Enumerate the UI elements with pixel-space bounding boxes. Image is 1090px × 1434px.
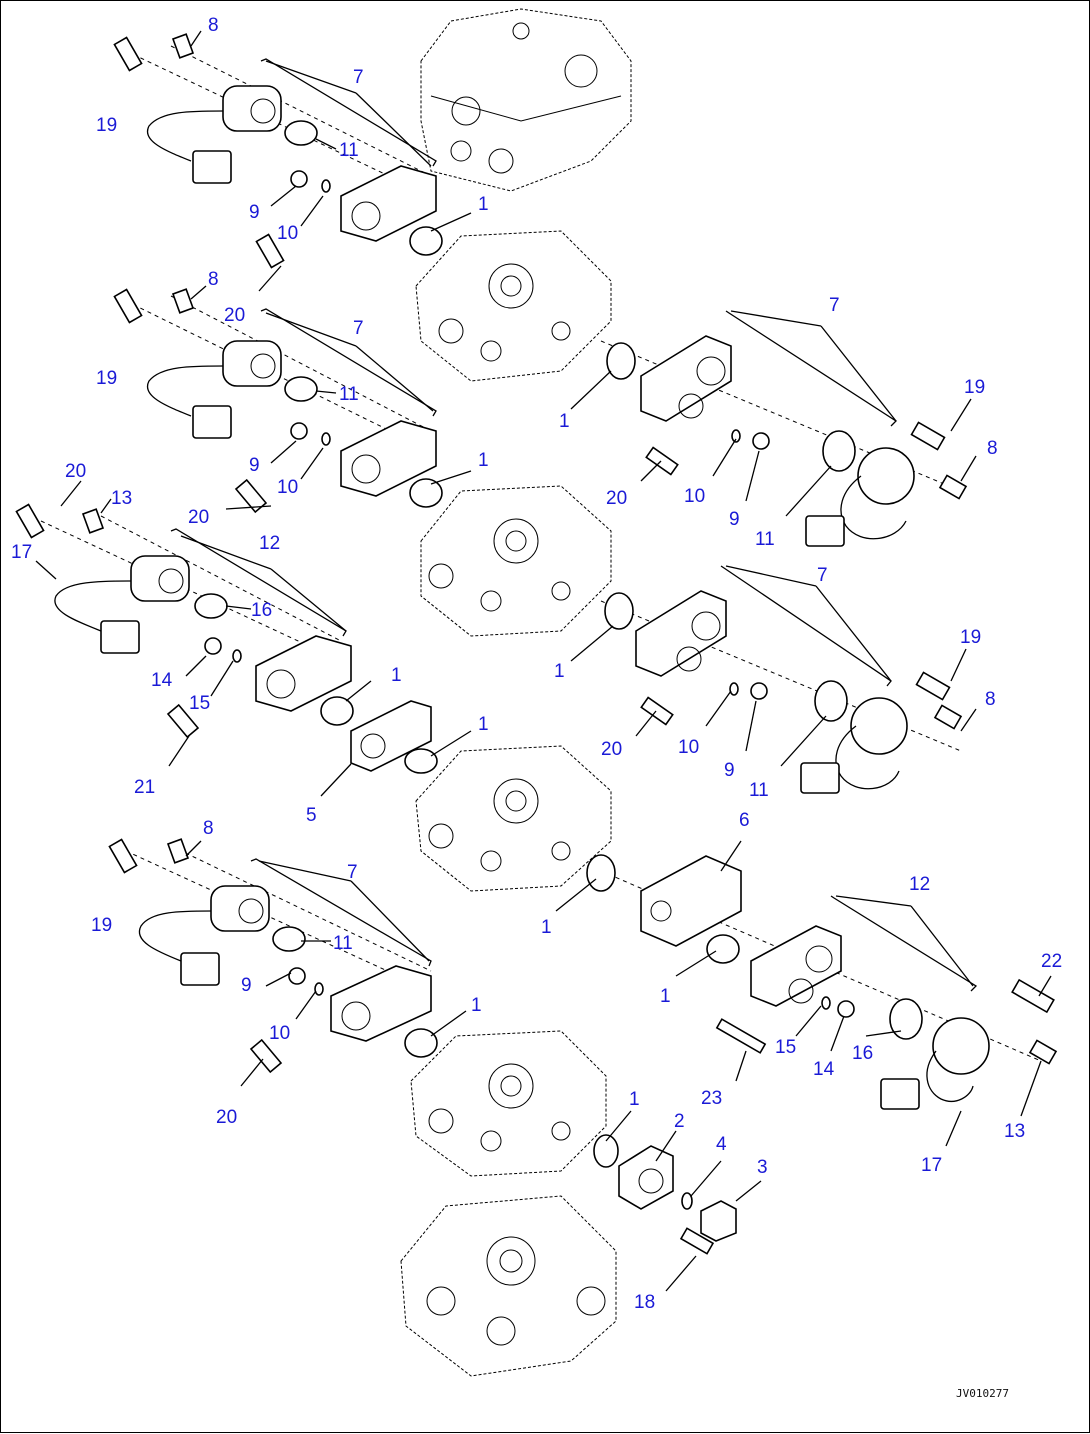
callout-23: 23 xyxy=(701,1088,722,1109)
callout-7: 7 xyxy=(347,862,358,883)
callout-1: 1 xyxy=(478,194,489,215)
callout-2: 2 xyxy=(674,1111,685,1132)
callout-8: 8 xyxy=(985,689,996,710)
callout-10: 10 xyxy=(277,477,298,498)
callout-12: 12 xyxy=(259,533,280,554)
callout-20: 20 xyxy=(216,1107,237,1128)
callout-1: 1 xyxy=(554,661,565,682)
callout-13: 13 xyxy=(1004,1121,1025,1142)
callout-7: 7 xyxy=(829,295,840,316)
callout-1: 1 xyxy=(478,450,489,471)
callout-20: 20 xyxy=(601,739,622,760)
callout-18: 18 xyxy=(634,1292,655,1313)
callout-14: 14 xyxy=(813,1059,835,1080)
callout-9: 9 xyxy=(729,509,740,530)
solenoid-assembly-left-1 xyxy=(113,33,443,256)
callout-1: 1 xyxy=(660,986,671,1007)
callout-8: 8 xyxy=(208,269,219,290)
callout-labels: 8 7 19 11 9 10 1 8 20 7 19 11 9 10 1 20 … xyxy=(11,15,1062,1313)
valve-body-section-4 xyxy=(410,1030,607,1177)
callout-17: 17 xyxy=(11,542,32,563)
callout-9: 9 xyxy=(724,760,735,781)
callout-20: 20 xyxy=(224,305,245,326)
callout-10: 10 xyxy=(684,486,705,507)
callout-19: 19 xyxy=(964,377,985,398)
callout-10: 10 xyxy=(678,737,699,758)
callout-7: 7 xyxy=(353,67,364,88)
callout-14: 14 xyxy=(151,670,173,691)
callout-1: 1 xyxy=(559,411,570,432)
callout-16: 16 xyxy=(852,1043,873,1064)
callout-20: 20 xyxy=(65,461,86,482)
callout-22: 22 xyxy=(1041,951,1062,972)
callout-16: 16 xyxy=(251,600,272,621)
callout-10: 10 xyxy=(269,1023,290,1044)
callout-13: 13 xyxy=(111,488,132,509)
solenoid-assembly-right-2 xyxy=(600,565,963,794)
callout-7: 7 xyxy=(817,565,828,586)
callout-1: 1 xyxy=(478,714,489,735)
callout-12: 12 xyxy=(909,874,930,895)
callout-1: 1 xyxy=(391,665,402,686)
callout-19: 19 xyxy=(960,627,981,648)
callout-10: 10 xyxy=(277,223,298,244)
callout-8: 8 xyxy=(987,438,998,459)
callout-6: 6 xyxy=(739,810,750,831)
callout-15: 15 xyxy=(189,693,210,714)
cover-and-plug-parts xyxy=(593,1134,737,1255)
callout-4: 4 xyxy=(716,1134,727,1155)
valve-body-section-3 xyxy=(415,745,612,892)
callout-19: 19 xyxy=(96,368,117,389)
callout-11: 11 xyxy=(339,140,359,161)
valve-body-section-2 xyxy=(420,485,612,637)
callout-11: 11 xyxy=(755,529,775,550)
valve-body-top xyxy=(420,8,632,192)
solenoid-assembly-left-2 xyxy=(113,233,443,514)
callout-8: 8 xyxy=(203,818,214,839)
callout-9: 9 xyxy=(241,975,252,996)
callout-15: 15 xyxy=(775,1037,796,1058)
callout-1: 1 xyxy=(471,995,482,1016)
callout-1: 1 xyxy=(629,1089,640,1110)
valve-body-section-1 xyxy=(415,230,612,382)
valve-body-bottom xyxy=(400,1195,617,1377)
callout-8: 8 xyxy=(208,15,219,36)
callout-20: 20 xyxy=(606,488,627,509)
solenoid-assembly-right-3 xyxy=(586,854,1058,1110)
callout-11: 11 xyxy=(749,780,769,801)
callout-7: 7 xyxy=(353,318,364,339)
callout-21: 21 xyxy=(134,777,155,798)
callout-9: 9 xyxy=(249,455,260,476)
callout-19: 19 xyxy=(96,115,117,136)
callout-3: 3 xyxy=(757,1157,768,1178)
callout-11: 11 xyxy=(339,384,359,405)
callout-11: 11 xyxy=(333,933,353,954)
callout-17: 17 xyxy=(921,1155,942,1176)
callout-20: 20 xyxy=(188,507,209,528)
callout-19: 19 xyxy=(91,915,112,936)
solenoid-assembly-left-4 xyxy=(108,838,438,1074)
leader-lines xyxy=(35,30,1052,1292)
callout-1: 1 xyxy=(541,917,552,938)
callout-5: 5 xyxy=(306,805,317,826)
solenoid-assembly-left-3 xyxy=(15,503,438,774)
callout-9: 9 xyxy=(249,202,260,223)
drawing-id: JV010277 xyxy=(956,1387,1009,1400)
solenoid-assembly-right-1 xyxy=(600,310,968,547)
